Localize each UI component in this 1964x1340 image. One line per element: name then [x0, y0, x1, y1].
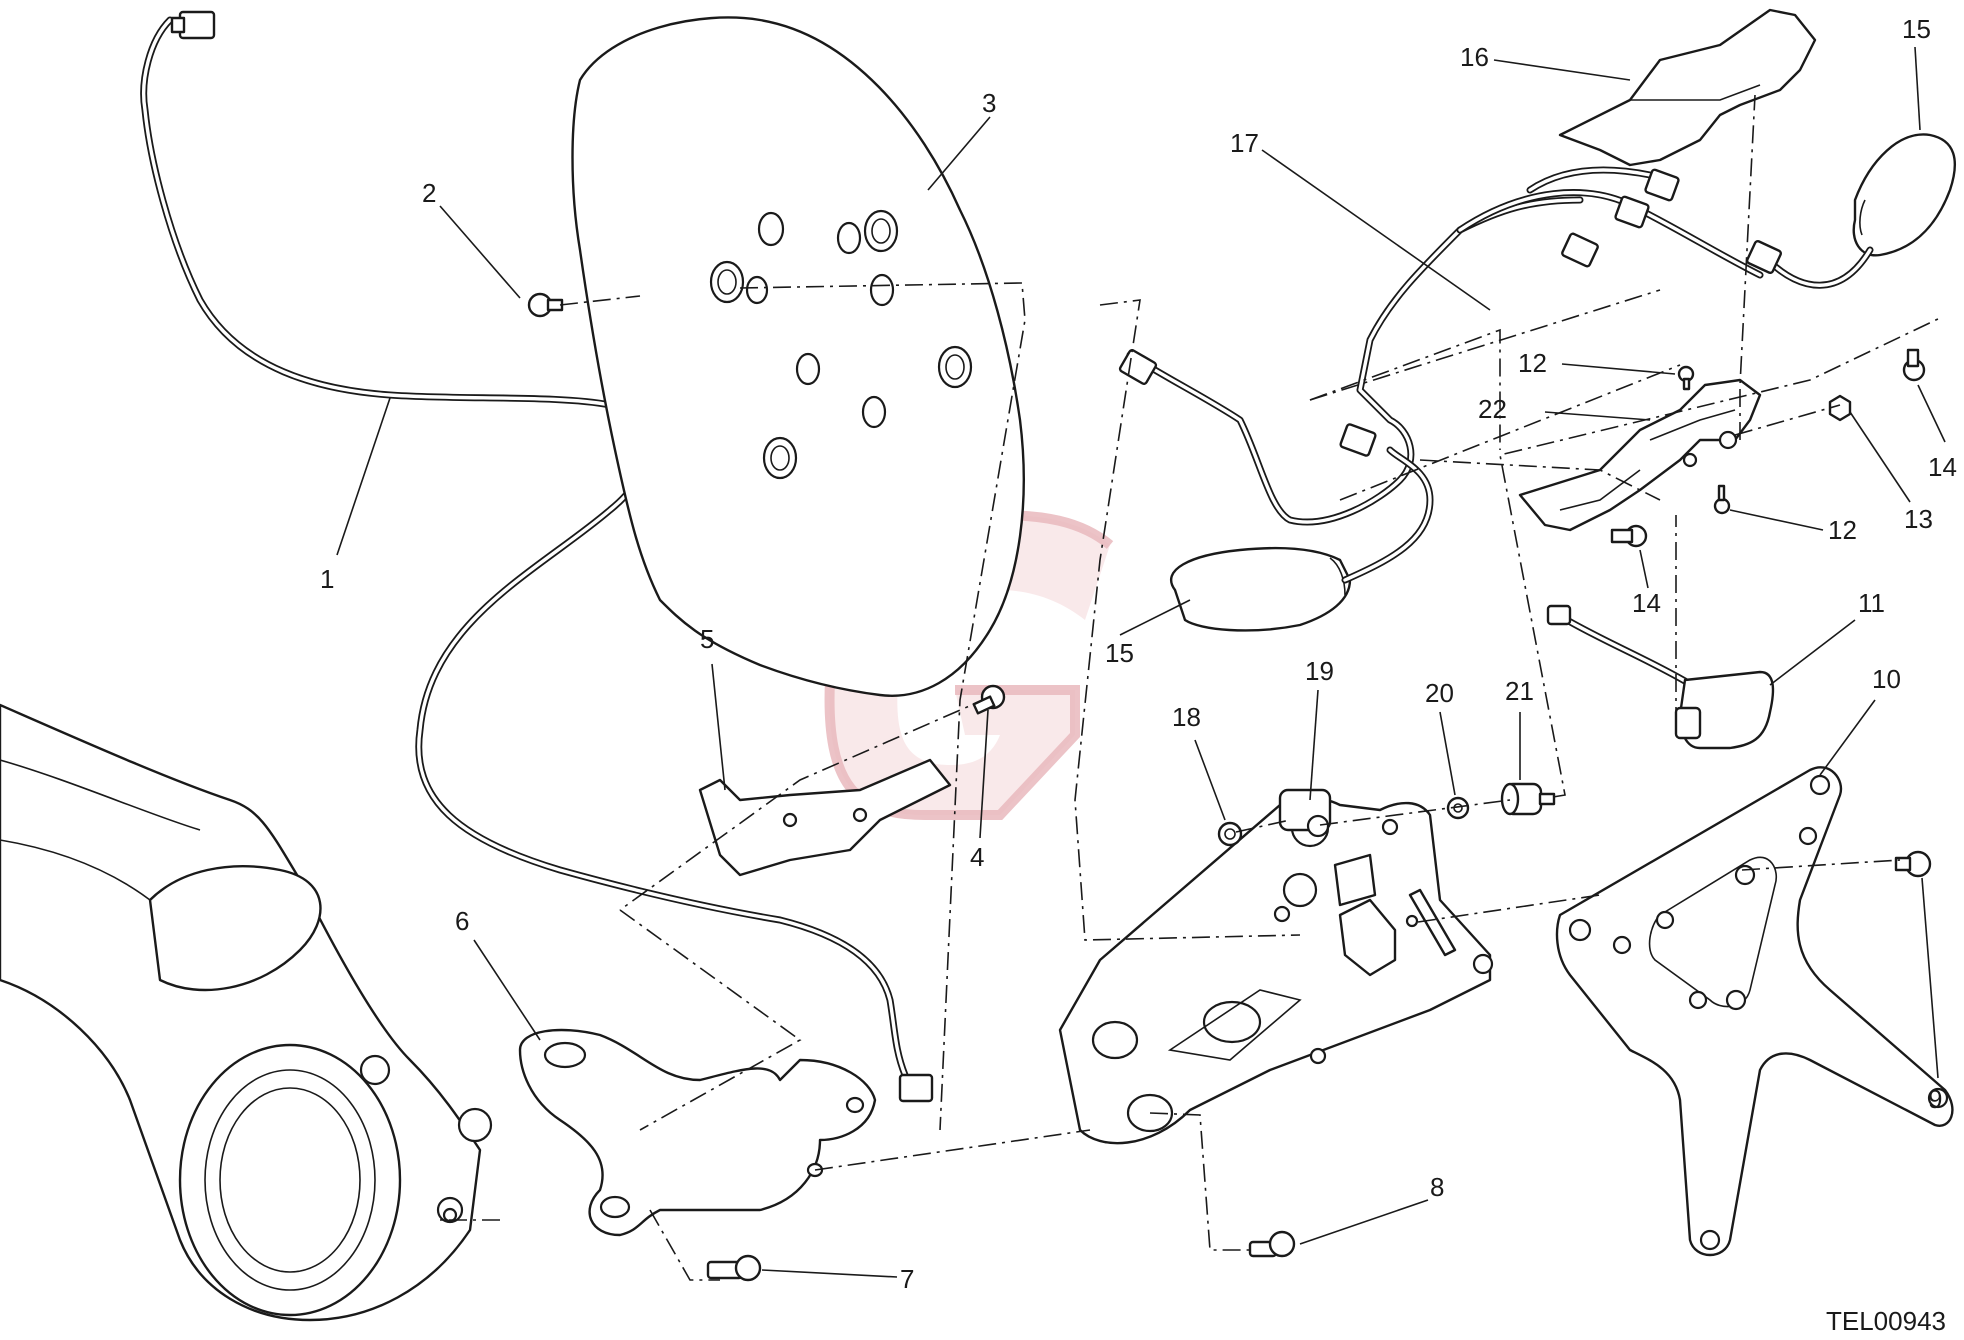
- part-5-bracket: [698, 758, 952, 877]
- callout-12b: 12: [1828, 515, 1857, 545]
- part-19-plate-holder: [1058, 788, 1494, 1145]
- part-6-bracket: [518, 1028, 877, 1237]
- callout-14a: 14: [1928, 452, 1957, 482]
- callout-4: 4: [970, 842, 984, 872]
- part-11-plate-light: [1546, 604, 1775, 750]
- part-3-plate-shield: [571, 16, 1025, 697]
- callout-8: 8: [1430, 1172, 1444, 1202]
- callout-20: 20: [1425, 678, 1454, 708]
- swingarm-frame: [0, 703, 493, 1322]
- callout-7: 7: [900, 1264, 914, 1294]
- callout-3: 3: [982, 88, 996, 118]
- part-4-screw: [972, 684, 1006, 715]
- callout-15a: 15: [1105, 638, 1134, 668]
- part-10-plate-bracket: [1555, 766, 1954, 1257]
- callout-22: 22: [1478, 394, 1507, 424]
- part-2-screw: [527, 292, 564, 318]
- callout-labels: 1 2 3 4 5 6 7 8 9 10 11 12 12 13 14 14 1…: [320, 14, 1957, 1294]
- part-13-nut: [1828, 394, 1852, 422]
- callout-17: 17: [1230, 128, 1259, 158]
- part-20-washer: [1446, 796, 1470, 820]
- part-18-nut: [1217, 821, 1243, 847]
- part-16-cover: [1558, 8, 1817, 167]
- assembly-lines: [440, 94, 1941, 1281]
- drawing-code: TEL00943: [1826, 1306, 1946, 1336]
- part-7-screw: [706, 1254, 762, 1282]
- callout-18: 18: [1172, 702, 1201, 732]
- callout-14b: 14: [1632, 588, 1661, 618]
- part-14-screws: [1610, 348, 1926, 548]
- callout-10: 10: [1872, 664, 1901, 694]
- callout-13: 13: [1904, 504, 1933, 534]
- part-17-harness: [1118, 166, 1874, 584]
- callout-2: 2: [422, 178, 436, 208]
- part-12-screws: [1677, 365, 1731, 515]
- part-1-cable: [140, 10, 934, 1103]
- part-8-screw: [1248, 1230, 1296, 1258]
- callout-21: 21: [1505, 676, 1534, 706]
- callout-6: 6: [455, 906, 469, 936]
- callout-5: 5: [700, 624, 714, 654]
- callout-19: 19: [1305, 656, 1334, 686]
- callout-12a: 12: [1518, 348, 1547, 378]
- part-15-turn-signals: [1169, 133, 1957, 632]
- callout-16: 16: [1460, 42, 1489, 72]
- part-21-rubber-mount: [1500, 782, 1556, 816]
- callout-1: 1: [320, 564, 334, 594]
- leader-lines: [336, 46, 1946, 1278]
- callout-15b: 15: [1902, 14, 1931, 44]
- callout-9: 9: [1928, 1084, 1942, 1114]
- part-22-lamp-bracket: [1518, 378, 1762, 532]
- part-9-screw: [1894, 850, 1932, 878]
- connector-icon: [898, 1073, 934, 1103]
- callout-11: 11: [1858, 588, 1885, 618]
